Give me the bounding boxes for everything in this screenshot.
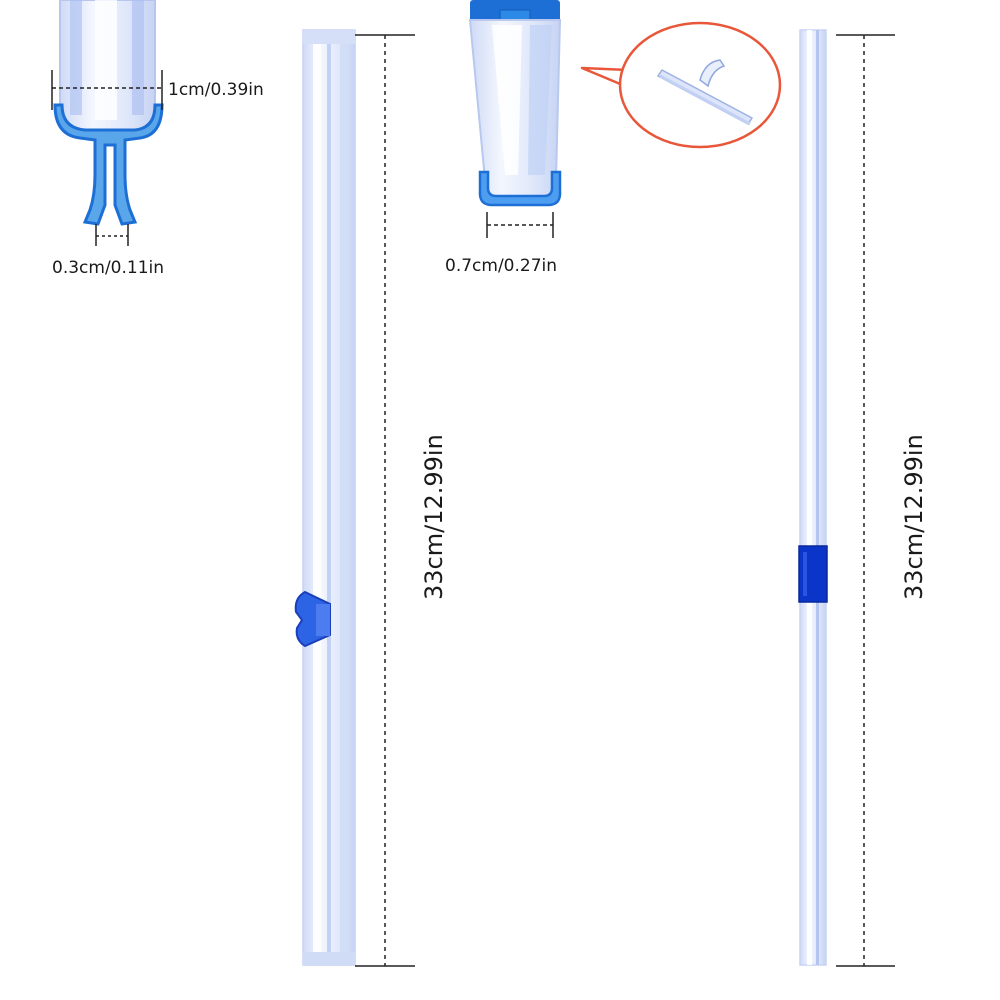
channel-width-label: 0.7cm/0.27in [445, 256, 557, 276]
cutter-length-label: 33cm/12.99in [420, 434, 448, 600]
rail-bar: 33cm/12.99in [798, 29, 928, 967]
detail-callout [580, 21, 782, 149]
cross-section-channel: 0.7cm/0.27in [445, 0, 562, 276]
rail-length-label: 33cm/12.99in [900, 434, 928, 600]
cross-section-slider: 1cm/0.39in 0.3cm/0.11in [51, 0, 264, 278]
cutter-bar: 33cm/12.99in [294, 29, 448, 967]
slot-gap-label: 0.3cm/0.11in [52, 258, 164, 278]
top-width-label: 1cm/0.39in [168, 80, 264, 100]
